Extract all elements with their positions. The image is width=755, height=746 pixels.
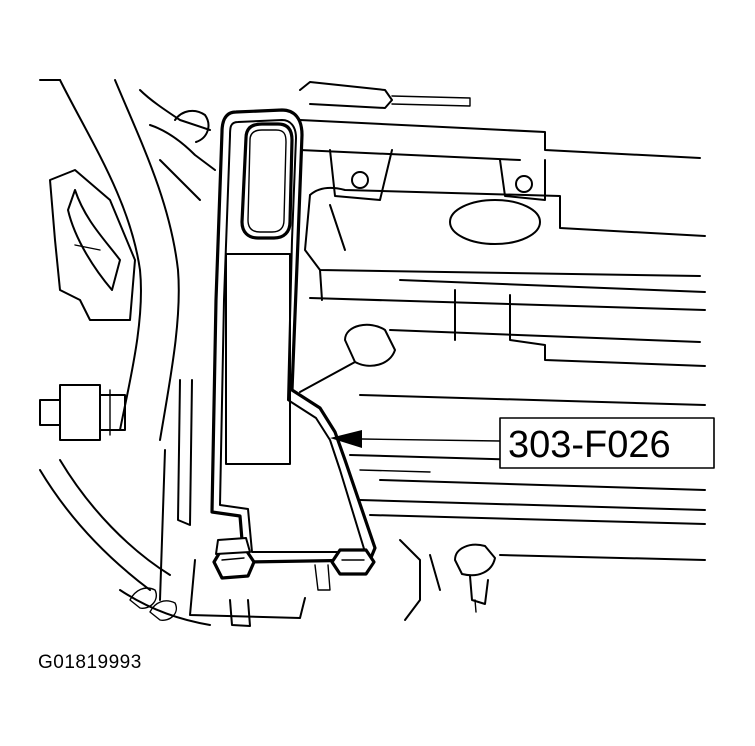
tool-callout-label: 303-F026 bbox=[508, 424, 671, 466]
tool-callout: 303-F026 bbox=[499, 417, 715, 469]
figure-id: G01819993 bbox=[38, 652, 142, 673]
special-tool-bracket bbox=[210, 108, 501, 564]
bracket-bolt-right bbox=[330, 548, 376, 576]
bracket-bolt-left bbox=[212, 537, 256, 580]
engine-background bbox=[39, 79, 706, 627]
